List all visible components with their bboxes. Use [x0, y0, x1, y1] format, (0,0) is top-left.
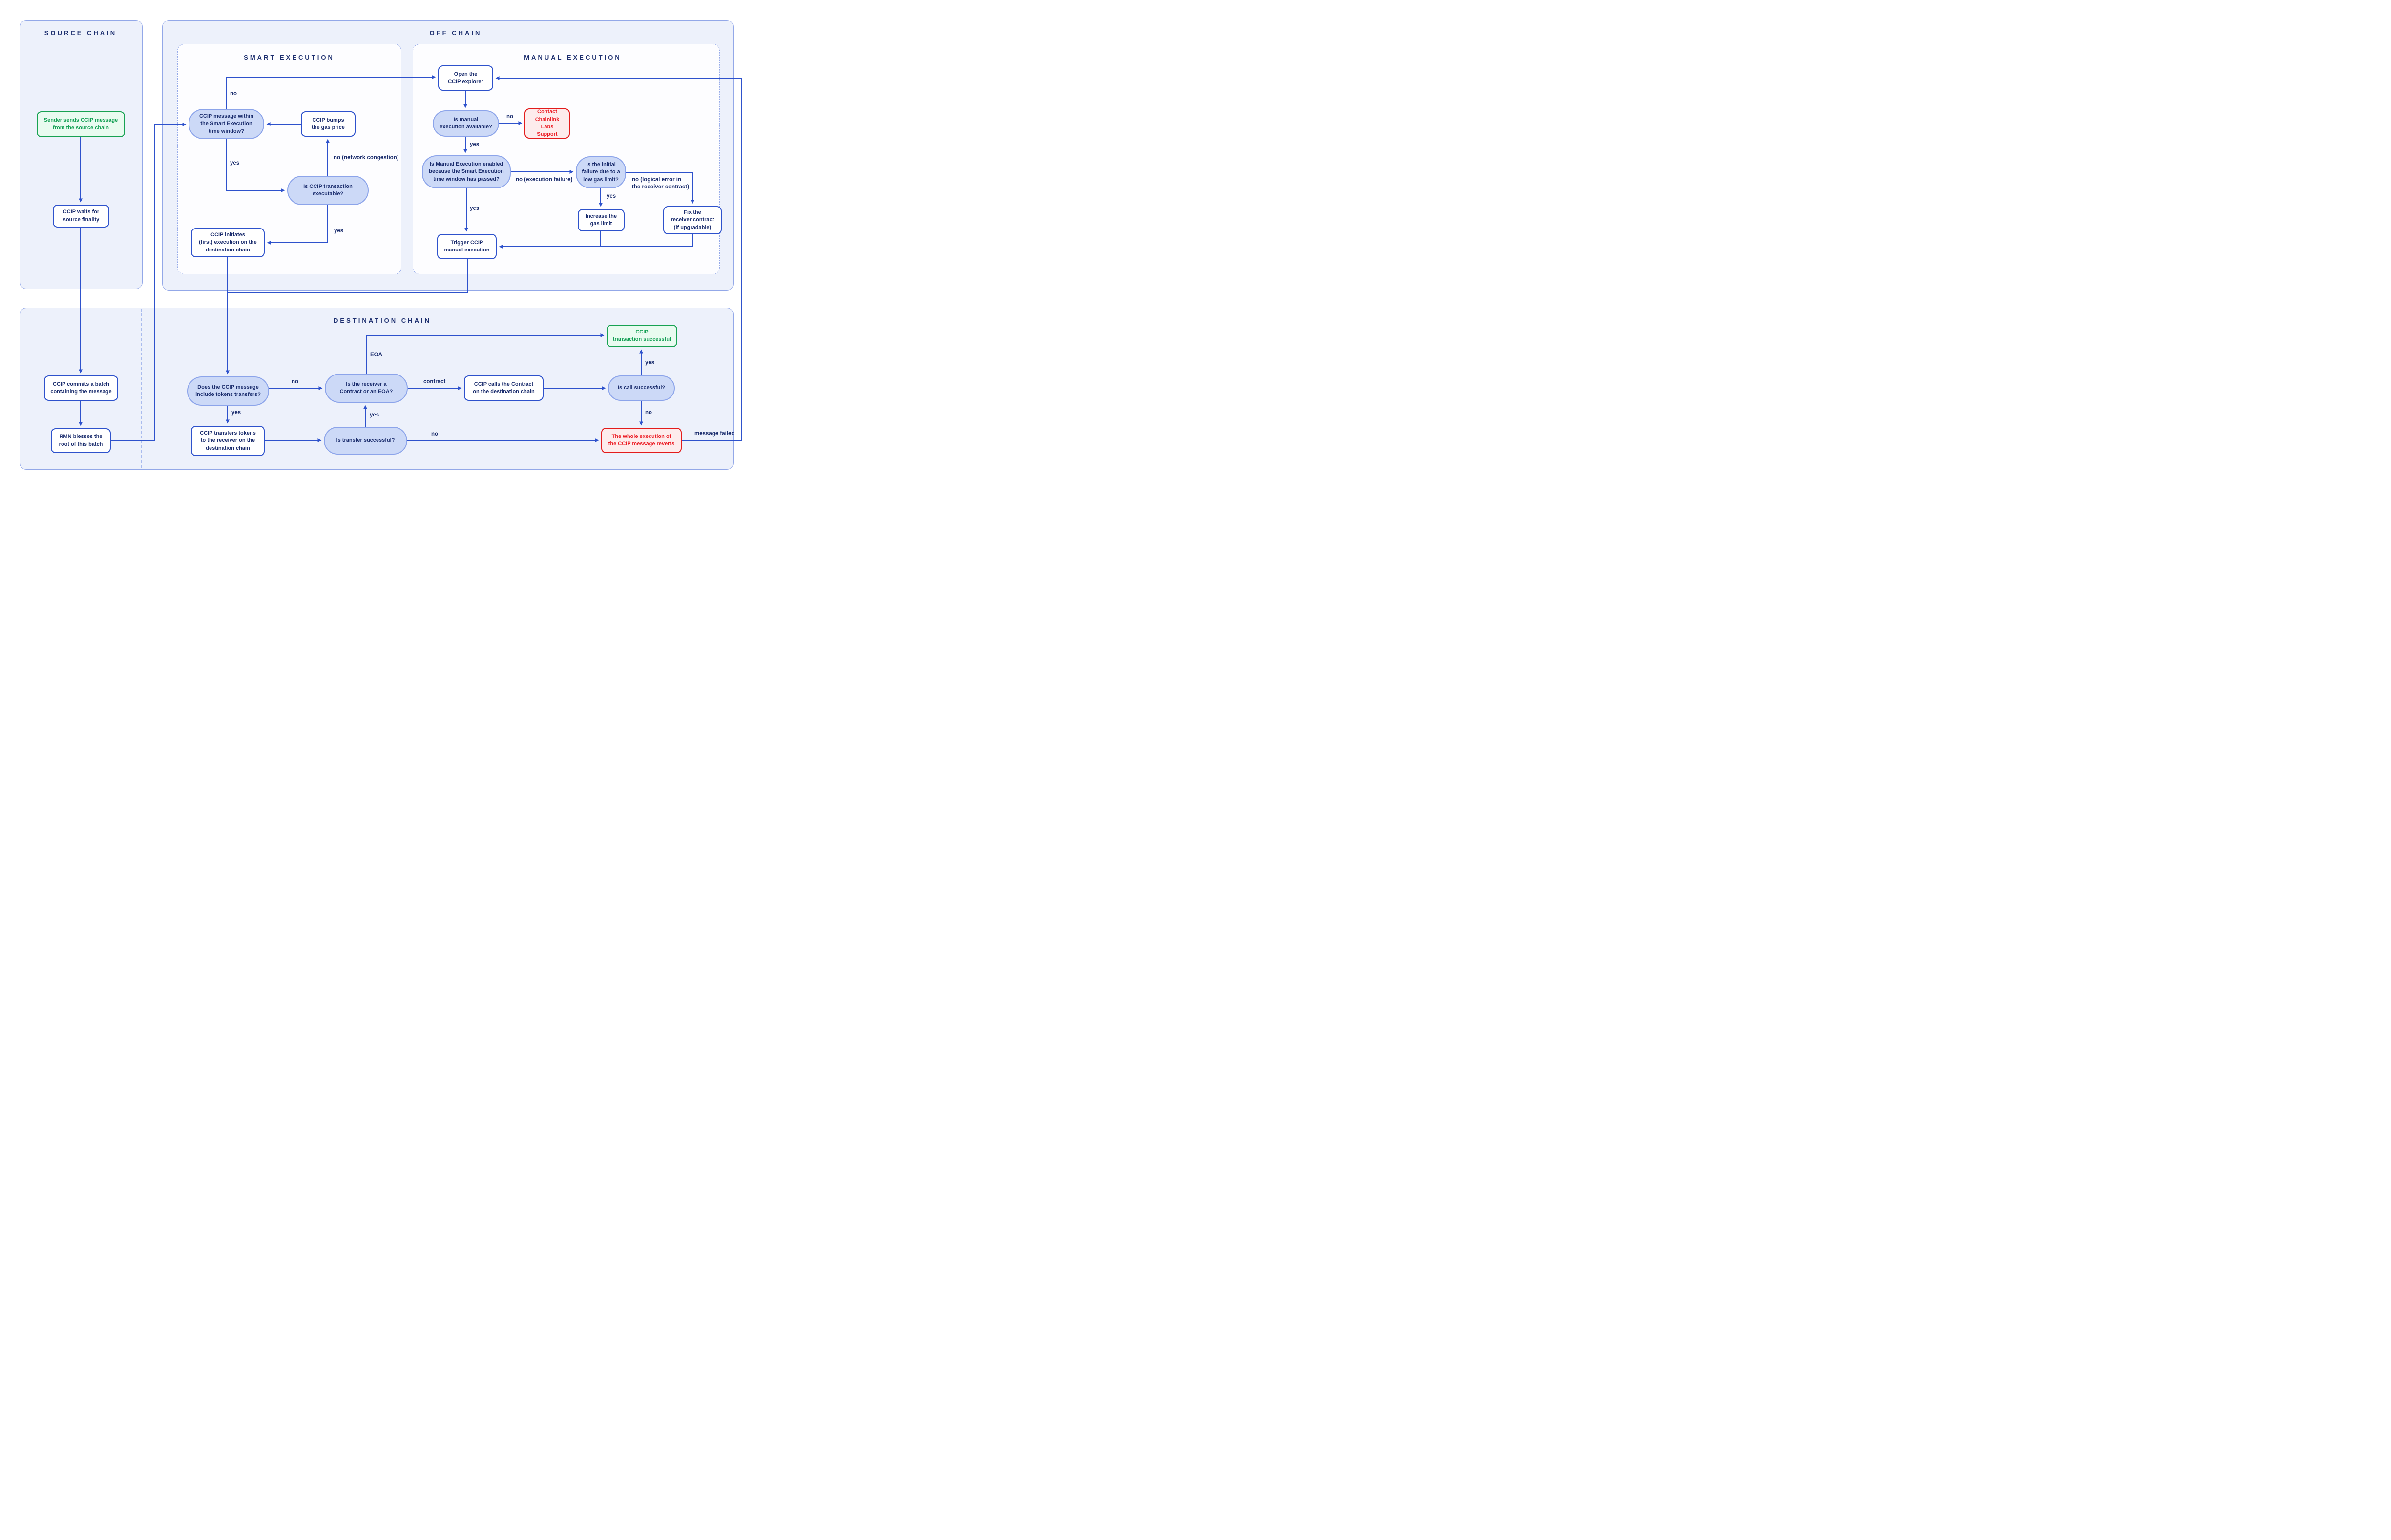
edge-label-no-congestion: no (network congestion) [334, 155, 399, 161]
edge-label-eoa: EOA [370, 352, 382, 358]
node-manual-enabled-window-passed: Is Manual Execution enabled because the … [422, 155, 511, 188]
ccip-flowchart: SOURCE CHAIN OFF CHAIN SMART EXECUTION M… [0, 0, 752, 484]
node-ccip-transaction-successful: CCIP transaction successful [607, 325, 677, 347]
edge-label-no-logical-error: no (logical error in the receiver contra… [632, 177, 689, 190]
edge-label-contract: contract [423, 379, 446, 385]
edge-label-yes-call: yes [645, 360, 655, 366]
edge-label-yes-smart: yes [230, 160, 240, 166]
node-ccip-calls-contract: CCIP calls the Contract on the destinati… [464, 375, 544, 401]
node-is-tx-executable: Is CCIP transaction executable? [287, 176, 369, 205]
edge-label-no-smart: no [230, 91, 237, 97]
edge-label-yes-tokens: yes [231, 410, 241, 416]
source-chain-panel [20, 20, 143, 289]
node-open-ccip-explorer: Open the CCIP explorer [438, 65, 493, 91]
destination-chain-title: DESTINATION CHAIN [334, 317, 431, 324]
node-sender-sends-message: Sender sends CCIP message from the sourc… [37, 111, 125, 137]
edge-label-message-failed: message failed [694, 431, 735, 437]
smart-execution-title: SMART EXECUTION [244, 54, 335, 61]
node-increase-gas-limit: Increase the gas limit [578, 209, 625, 231]
node-manual-execution-available: Is manual execution available? [433, 110, 499, 137]
node-rmn-blesses-root: RMN blesses the root of this batch [51, 428, 111, 453]
node-ccip-waits-finality: CCIP waits for source finality [53, 205, 109, 228]
edge-label-no-avail: no [506, 114, 514, 120]
node-ccip-bumps-gas: CCIP bumps the gas price [301, 111, 356, 137]
node-fix-receiver-contract: Fix the receiver contract (if upgradable… [663, 206, 722, 234]
node-trigger-manual-execution: Trigger CCIP manual execution [437, 234, 497, 259]
node-ccip-transfers-tokens: CCIP transfers tokens to the receiver on… [191, 426, 265, 456]
edge-label-yes-initial: yes [607, 193, 616, 199]
source-chain-title: SOURCE CHAIN [44, 29, 117, 37]
edge-label-no-exec-failure: no (execution failure) [516, 177, 573, 183]
edge-label-no-transfer: no [431, 431, 439, 437]
node-receiver-contract-or-eoa: Is the receiver a Contract or an EOA? [325, 374, 408, 403]
node-is-call-successful: Is call successful? [608, 375, 675, 401]
edge-label-yes-transfer: yes [370, 412, 379, 418]
edge-label-no-call: no [645, 410, 652, 416]
manual-execution-title: MANUAL EXECUTION [524, 54, 622, 61]
node-ccip-commits-batch: CCIP commits a batch containing the mess… [44, 375, 118, 401]
edge-label-no-tokens: no [292, 379, 299, 385]
node-includes-token-transfers: Does the CCIP message include tokens tra… [187, 376, 269, 406]
node-contact-chainlink-support: Contact Chainlink Labs Support [524, 108, 570, 139]
off-chain-title: OFF CHAIN [429, 29, 482, 37]
node-initial-failure-low-gas: Is the initial failure due to a low gas … [576, 156, 626, 188]
edge-label-yes-executable: yes [334, 228, 344, 234]
source-destination-divider [141, 309, 142, 468]
node-whole-execution-reverts: The whole execution of the CCIP message … [601, 428, 682, 453]
edge-label-yes-avail: yes [470, 142, 480, 147]
edge-label-yes-enabled: yes [470, 206, 480, 211]
node-message-within-window: CCIP message within the Smart Execution … [189, 109, 264, 139]
node-ccip-initiates-execution: CCIP initiates (first) execution on the … [191, 228, 265, 257]
node-is-transfer-successful: Is transfer successful? [324, 427, 407, 455]
